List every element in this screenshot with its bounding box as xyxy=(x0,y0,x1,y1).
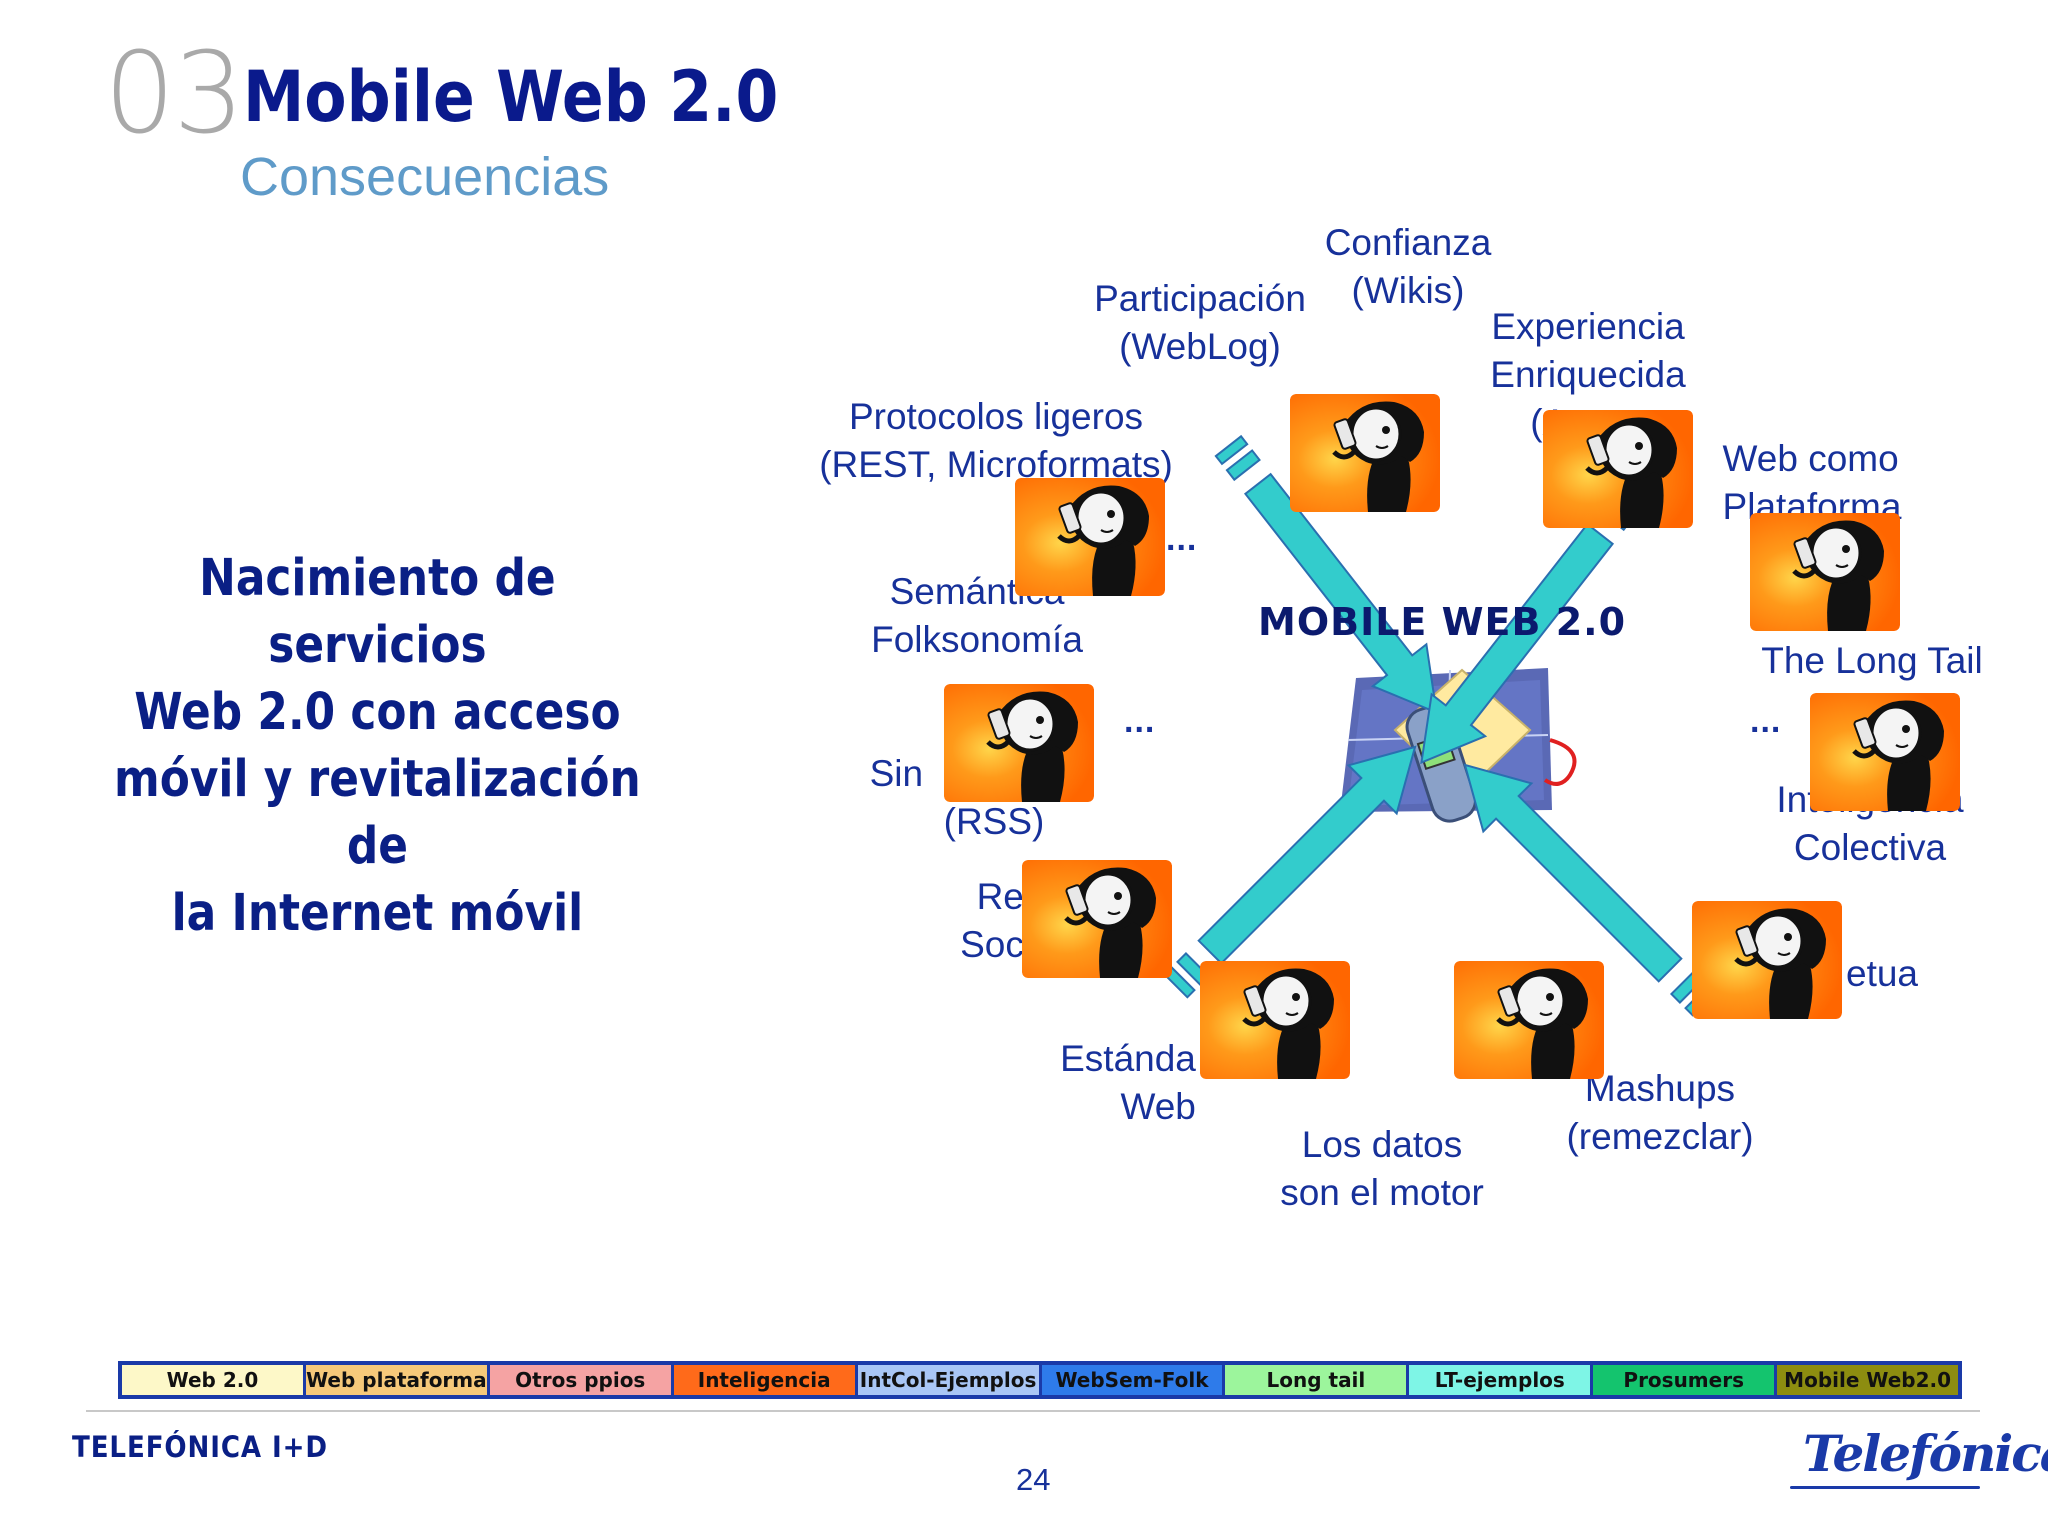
nav-item-mobile-web20[interactable]: Mobile Web2.0 xyxy=(1777,1365,1959,1395)
slide-subtitle: Consecuencias xyxy=(240,147,610,207)
label-perpetua: etua xyxy=(1845,953,1919,994)
person-phone-icon xyxy=(1810,693,1960,811)
label-protocolos: Protocolos ligeros(REST, Microformats) xyxy=(819,396,1173,485)
nav-item-long-tail[interactable]: Long tail xyxy=(1225,1365,1407,1395)
body-line: Web 2.0 con acceso xyxy=(134,683,621,742)
nav-item-web-plataforma[interactable]: Web plataforma xyxy=(305,1365,487,1395)
nav-item-inteligencia[interactable]: Inteligencia xyxy=(673,1365,855,1395)
center-label: MOBILE WEB 2.0 xyxy=(1258,600,1627,644)
footer-divider xyxy=(86,1410,1980,1412)
label-long-tail: The Long Tail xyxy=(1761,640,1983,681)
person-phone-icon xyxy=(1750,513,1900,631)
person-phone-icon xyxy=(944,684,1094,802)
person-phone-icon xyxy=(1200,961,1350,1079)
nav-item-lt-ejemplos[interactable]: LT-ejemplos xyxy=(1409,1365,1591,1395)
label-mashups: Mashups(remezclar) xyxy=(1566,1068,1754,1157)
ellipsis: ... xyxy=(1124,702,1156,740)
nav-item-intcol-ejemplos[interactable]: IntCol-Ejemplos xyxy=(857,1365,1039,1395)
label-participacion: Participación(WebLog) xyxy=(1094,278,1306,367)
page-number: 24 xyxy=(1016,1462,1051,1497)
telefonica-logo: Telefónica xyxy=(1803,1424,2048,1483)
nav-item-otros-ppios[interactable]: Otros ppios xyxy=(489,1365,671,1395)
person-phone-icon xyxy=(1015,478,1165,596)
label-confianza: Confianza(Wikis) xyxy=(1324,222,1492,311)
person-phone-icon xyxy=(1543,410,1693,528)
section-number: 03 xyxy=(104,29,245,159)
person-phone-icon xyxy=(1022,860,1172,978)
company-name: TELEFÓNICA I+D xyxy=(72,1430,328,1464)
slide-title: Mobile Web 2.0 xyxy=(243,56,779,138)
person-phone-icon xyxy=(1290,394,1440,512)
body-line: móvil y revitalización de xyxy=(114,750,641,876)
person-phone-icon xyxy=(1692,901,1842,1019)
body-line: Nacimiento de servicios xyxy=(199,549,556,675)
body-text: Nacimiento de servicios Web 2.0 con acce… xyxy=(85,545,670,947)
ellipsis: ... xyxy=(1166,520,1198,558)
section-nav: Web 2.0 Web plataforma Otros ppios Intel… xyxy=(118,1361,1962,1399)
ellipsis: ... xyxy=(1750,702,1782,740)
nav-item-prosumers[interactable]: Prosumers xyxy=(1593,1365,1775,1395)
label-sindicacion: Sin(RSS) xyxy=(869,753,1045,842)
logo-underline xyxy=(1790,1486,1980,1489)
person-phone-icon xyxy=(1454,961,1604,1079)
nav-item-web20[interactable]: Web 2.0 xyxy=(122,1365,303,1395)
body-line: la Internet móvil xyxy=(171,884,584,943)
nav-item-websem-folk[interactable]: WebSem-Folk xyxy=(1041,1365,1223,1395)
